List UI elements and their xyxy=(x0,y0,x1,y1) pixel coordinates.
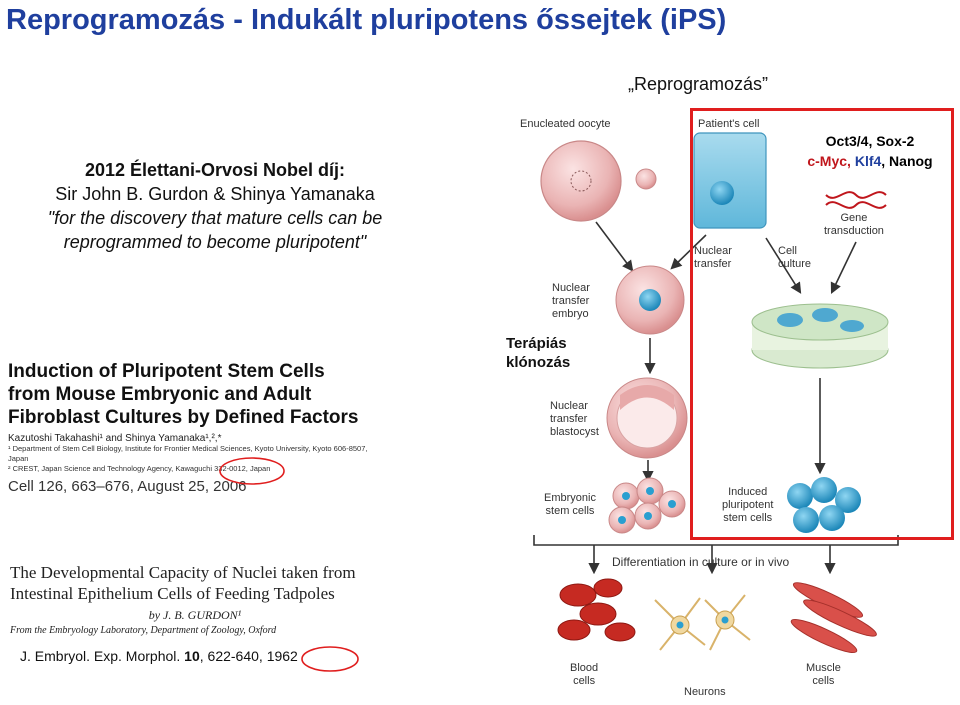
label-neurons: Neurons xyxy=(684,686,726,698)
year-1962-circle xyxy=(301,646,359,672)
label-muscle-1: Muscle xyxy=(806,662,841,674)
label-blood-2: cells xyxy=(573,675,596,687)
therapeutic-cloning-label: Terápiás klónozás xyxy=(506,334,570,372)
muscle-cells xyxy=(790,582,877,653)
dna-helix-icon xyxy=(825,191,887,209)
gurdon-title-line-2: Intestinal Epithelium Cells of Feeding T… xyxy=(10,584,335,603)
induced-pluripotent-stem-cells xyxy=(787,477,861,533)
gurdon-citation-volume: 10 xyxy=(184,648,200,664)
differentiation-bracket xyxy=(533,535,899,546)
gurdon-citation-journal: J. Embryol. Exp. Morphol. xyxy=(20,648,185,664)
yamanaka-paper-header: Induction of Pluripotent Stem Cells from… xyxy=(8,360,388,495)
nobel-line-3: "for the discovery that mature cells can… xyxy=(47,208,383,228)
small-nucleus-cell xyxy=(635,168,657,190)
factors-line-2: c-Myc, Klf4, Nanog xyxy=(780,151,960,171)
label-enucleated-oocyte: Enucleated oocyte xyxy=(520,118,611,130)
gurdon-citation-rest: , 622-640, 1962 xyxy=(199,648,298,664)
label-blood-1: Blood xyxy=(570,662,599,674)
arrow-genes-to-culture xyxy=(830,241,857,295)
gurdon-affiliation: From the Embryology Laboratory, Departme… xyxy=(10,625,277,636)
paper-citation: Cell 126, 663–676, August 25, 2006 xyxy=(8,478,247,495)
factors-line-1: Oct3/4, Sox-2 xyxy=(825,133,915,149)
label-nt-blastocyst-3: blastocyst xyxy=(550,426,599,438)
label-nt-blastocyst-1: Nuclear xyxy=(550,400,588,412)
label-induced-1: Induced xyxy=(728,486,768,498)
culture-dish xyxy=(751,303,889,369)
paper-title-line-1: Induction of Pluripotent Stem Cells xyxy=(8,361,325,382)
factor-nanog: , Nanog xyxy=(881,153,933,169)
label-nt-blastocyst-2: transfer xyxy=(550,413,588,425)
nobel-line-4: reprogrammed to become pluripotent" xyxy=(63,232,367,252)
factor-klf4: Klf4 xyxy=(854,153,882,169)
neuron-nucleus-1 xyxy=(676,621,684,629)
nobel-prize-text: 2012 Élettani-Orvosi Nobel díj: Sir John… xyxy=(0,158,430,254)
reprogramming-heading: „Reprogramozás” xyxy=(628,74,769,94)
neurons xyxy=(654,594,751,651)
therapy-line-1: Terápiás xyxy=(506,335,567,352)
arrow-to-culture xyxy=(765,237,802,294)
paper-affiliation-2: ² CREST, Japan Science and Technology Ag… xyxy=(8,464,271,473)
ips-highlight-box xyxy=(690,108,954,540)
paper-title-line-2: from Mouse Embryonic and Adult xyxy=(8,384,312,405)
patients-cell xyxy=(693,132,767,229)
nobel-line-1: 2012 Élettani-Orvosi Nobel díj: xyxy=(84,160,346,180)
label-nt-embryo-1: Nuclear xyxy=(552,282,590,294)
gurdon-citation: J. Embryol. Exp. Morphol. 10, 622-640, 1… xyxy=(20,648,380,664)
therapy-line-2: klónozás xyxy=(506,354,571,371)
label-embryonic-2: stem cells xyxy=(545,505,595,517)
embryo-nucleus xyxy=(639,289,661,311)
paper-title-line-3: Fibroblast Cultures by Defined Factors xyxy=(8,407,359,428)
label-embryonic-1: Embryonic xyxy=(544,492,596,504)
nuclear-transfer-blastocyst xyxy=(606,377,688,459)
label-nuclear-transfer-2: transfer xyxy=(694,258,732,270)
year-2006-circle xyxy=(219,457,285,485)
label-nt-embryo-3: embryo xyxy=(552,308,589,320)
label-differentiation: Differentiation in culture or in vivo xyxy=(612,555,790,569)
label-patients-cell: Patient's cell xyxy=(698,118,760,130)
label-muscle-2: cells xyxy=(812,675,835,687)
gurdon-paper-header: The Developmental Capacity of Nuclei tak… xyxy=(10,562,380,664)
gurdon-title-line-1: The Developmental Capacity of Nuclei tak… xyxy=(10,563,356,582)
enucleated-oocyte xyxy=(540,140,622,222)
label-induced-3: stem cells xyxy=(723,512,773,524)
arrow-oocyte-to-embryo xyxy=(595,221,634,272)
reprogramming-factors: Oct3/4, Sox-2 c-Myc, Klf4, Nanog xyxy=(780,131,960,171)
label-induced-2: pluripotent xyxy=(722,499,774,511)
label-cell-culture-2: culture xyxy=(778,258,812,270)
paper-affiliation-1: ¹ Department of Stem Cell Biology, Insti… xyxy=(8,444,368,463)
factor-cmyc: c-Myc, xyxy=(807,153,855,169)
blood-cells xyxy=(557,578,636,642)
neuron-nucleus-2 xyxy=(721,616,729,624)
label-nuclear-transfer-1: Nuclear xyxy=(694,245,732,257)
slide-title: Reprogramozás - Indukált pluripotens őss… xyxy=(6,4,727,36)
patients-cell-nucleus xyxy=(710,181,734,205)
label-gene-transduction-2: transduction xyxy=(824,225,884,237)
nobel-line-2: Sir John B. Gurdon & Shinya Yamanaka xyxy=(55,184,375,204)
label-nt-embryo-2: transfer xyxy=(552,295,590,307)
label-gene-transduction-1: Gene xyxy=(840,212,868,224)
arrow-patient-to-embryo xyxy=(670,234,707,270)
embryonic-stem-cells xyxy=(608,477,686,534)
paper-authors: Kazutoshi Takahashi¹ and Shinya Yamanaka… xyxy=(8,433,222,444)
gurdon-byline: by J. B. GURDON¹ xyxy=(148,608,242,622)
removed-nucleus-outline xyxy=(570,170,592,192)
label-cell-culture-1: Cell xyxy=(778,245,797,257)
